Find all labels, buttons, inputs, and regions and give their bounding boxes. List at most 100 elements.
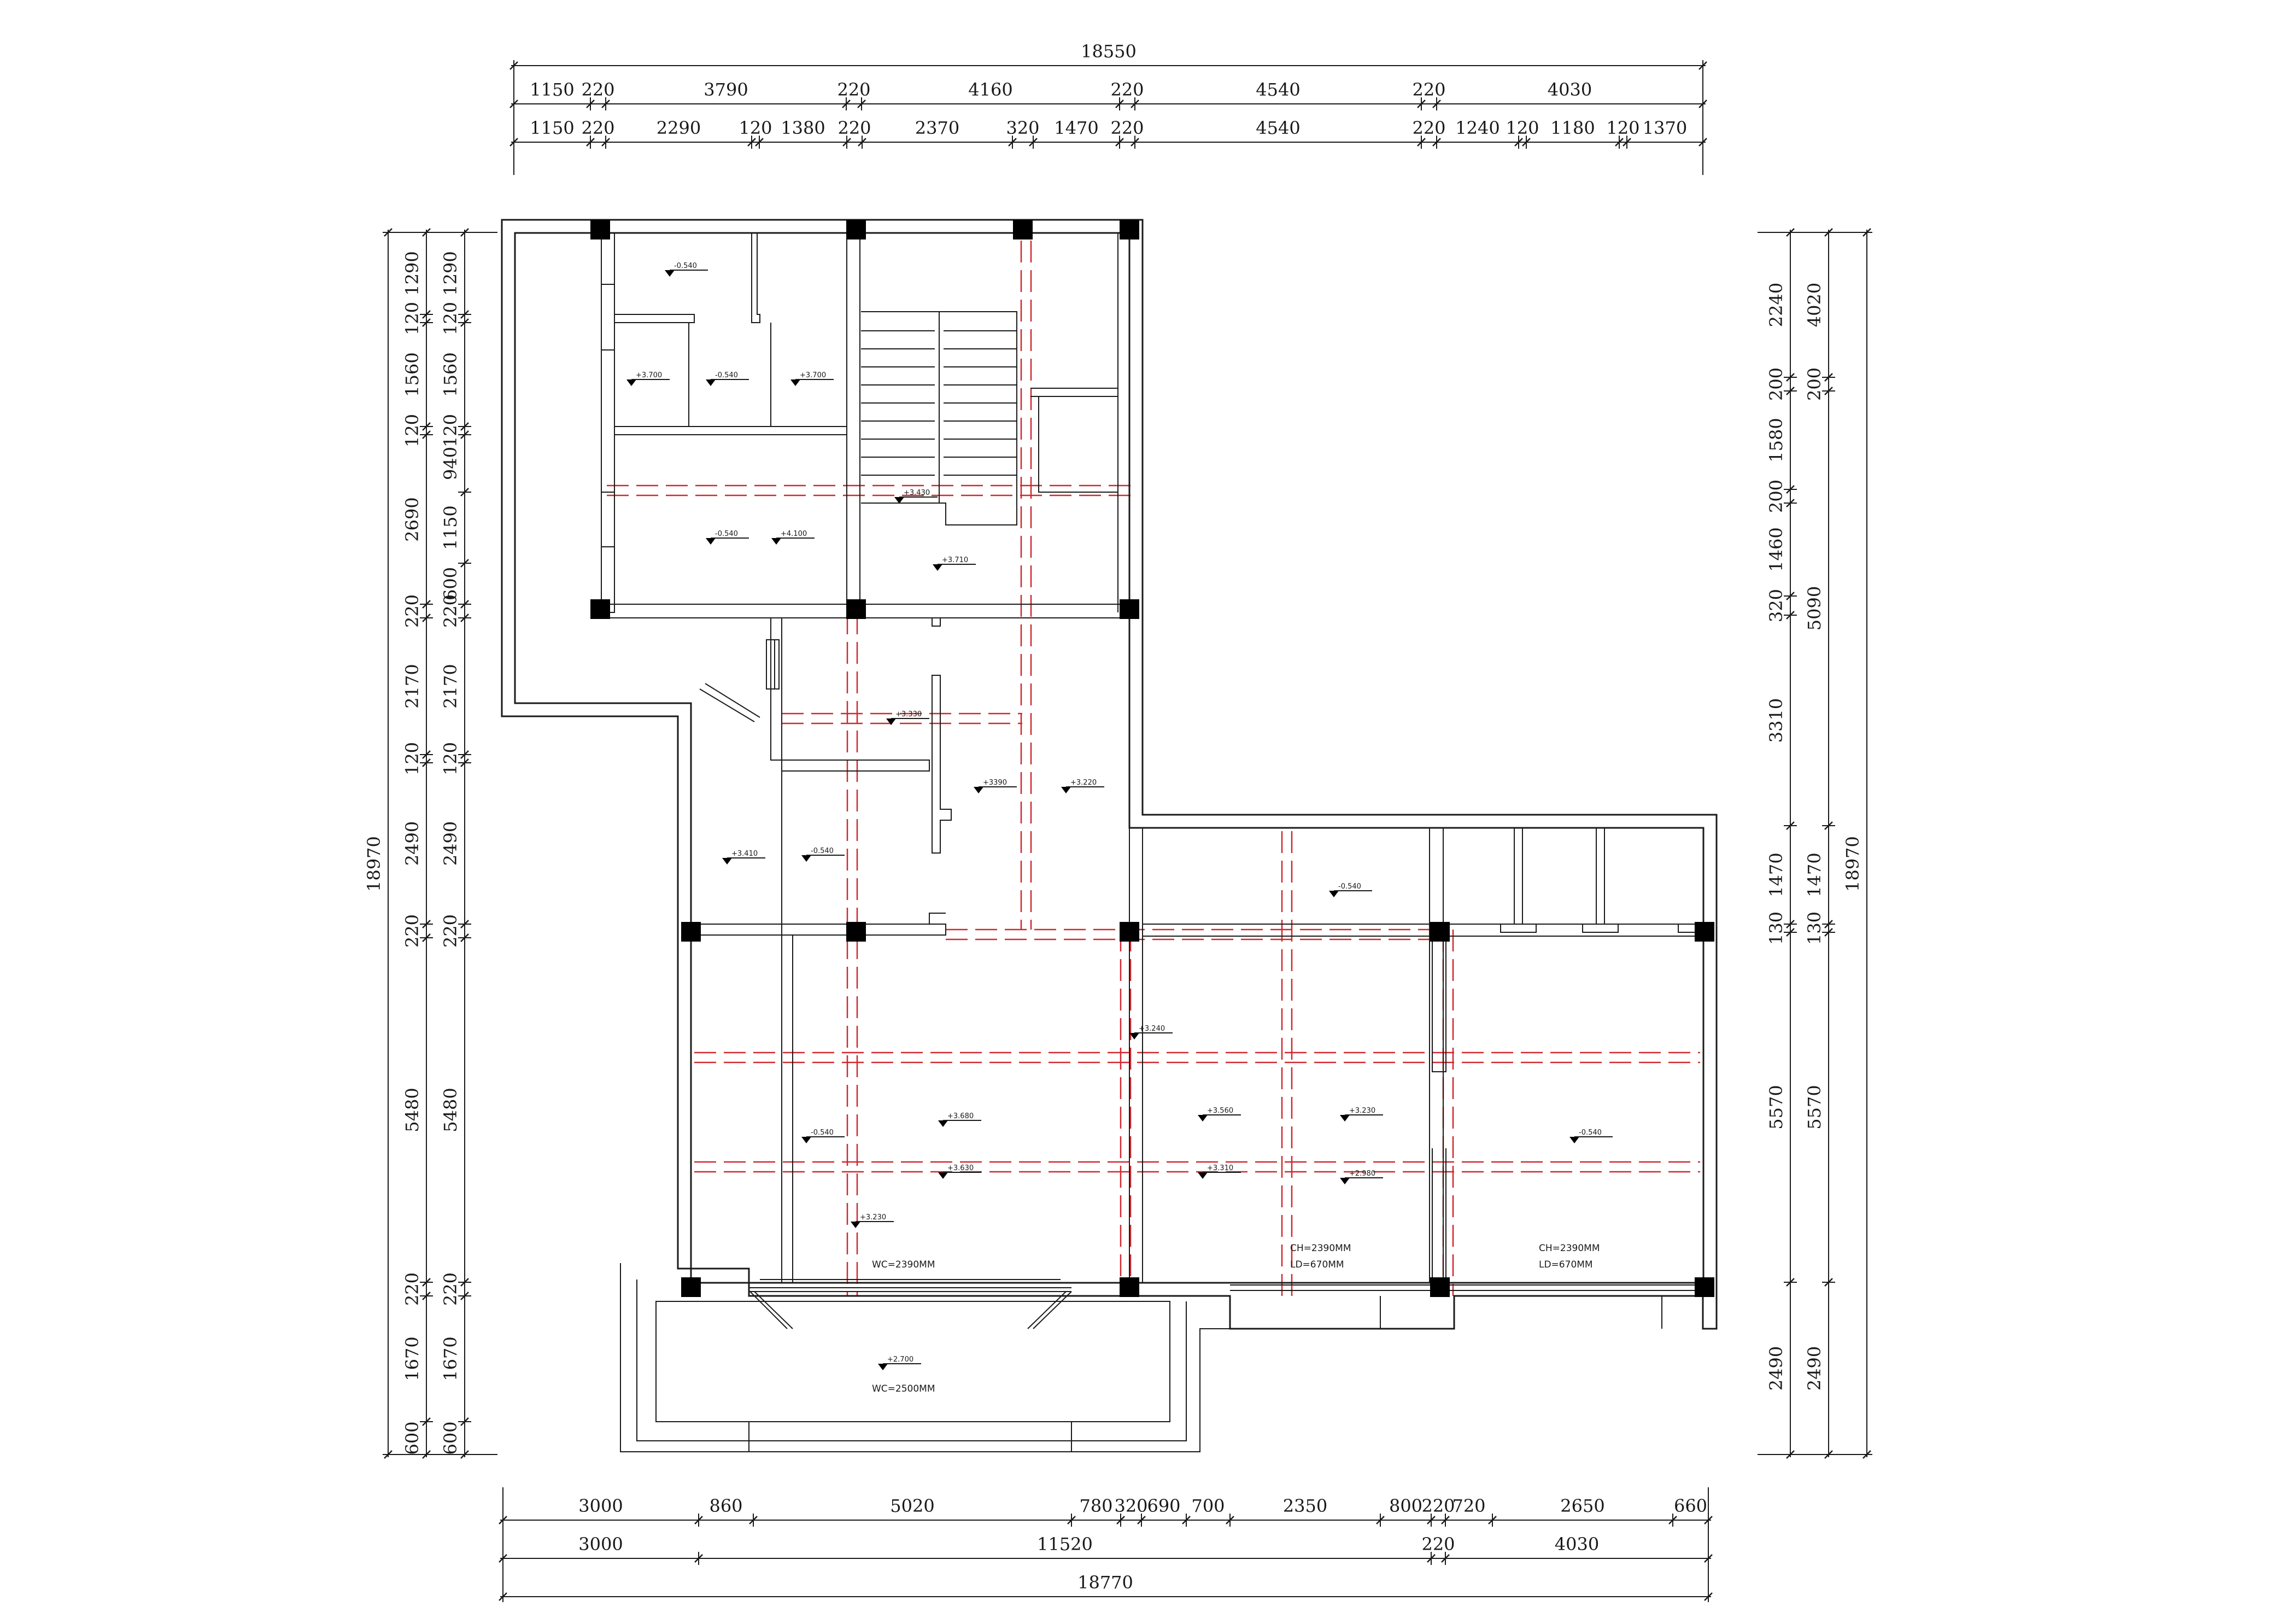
left-outer-label: 120 [402, 742, 423, 775]
right-dimension-chains: 18970 2240200158020014603203310147013055… [1758, 228, 1872, 1459]
elevation-marker: +3.230 [851, 1213, 894, 1228]
note-ld-2: LD=670MM [1539, 1259, 1593, 1270]
bottom-row1-label: 690 [1147, 1496, 1180, 1516]
left-outer-label: 2170 [402, 664, 423, 708]
ceiling-grid-lines [607, 241, 1700, 1296]
right-outer-label: 130 [1766, 912, 1787, 945]
left-inner-label: 2490 [440, 821, 461, 866]
top-row2-label: 1380 [781, 118, 825, 138]
elevation-marker: -0.540 [1329, 883, 1372, 897]
right-inner-label: 130 [1804, 912, 1825, 945]
bottom-row1-label: 800 [1389, 1496, 1422, 1516]
bottom-total-dimension: 18770 [1077, 1572, 1133, 1593]
left-inner-label: 600 [440, 567, 461, 600]
top-row2-label: 2370 [915, 118, 959, 138]
top-row2-label: 1240 [1455, 118, 1500, 138]
elevation-marker: +3.680 [938, 1112, 981, 1127]
bottom-row2-label: 220 [1421, 1534, 1455, 1555]
elevation-marker: +3.240 [1129, 1025, 1173, 1039]
left-inner-label: 220 [440, 914, 461, 948]
left-inner-label: 940 [440, 447, 461, 480]
elevation-marker: +3.630 [938, 1164, 981, 1179]
elevation-marker: -0.540 [801, 1129, 845, 1143]
left-inner-label: 1560 [440, 352, 461, 396]
elevation-marker: +2.980 [1340, 1170, 1383, 1184]
elevation-marker: +2.700 [878, 1356, 921, 1370]
elevation-marker: -0.540 [665, 262, 708, 277]
right-total-dimension: 18970 [1842, 836, 1863, 892]
top-row1-label: 220 [837, 79, 870, 100]
elevation-value: -0.540 [811, 1129, 834, 1137]
left-inner-label: 1670 [440, 1336, 461, 1381]
elevation-marker: +3.310 [1198, 1164, 1241, 1179]
elevation-marker: -0.540 [1569, 1129, 1613, 1143]
left-outer-label: 2690 [402, 497, 423, 541]
left-inner-label: 120 [440, 414, 461, 447]
note-wc-1: WC=2390MM [872, 1259, 935, 1270]
elevation-marker: +3.700 [790, 371, 834, 386]
bottom-row1-label: 3000 [578, 1496, 623, 1516]
top-row2-label: 320 [1006, 118, 1039, 138]
top-row2-label: 1470 [1054, 118, 1098, 138]
elevation-value: +4.100 [781, 530, 807, 538]
top-total-dimension: 18550 [1081, 41, 1137, 62]
right-inner-label: 1470 [1804, 852, 1825, 897]
top-row2-label: 2290 [657, 118, 701, 138]
left-inner-label: 5480 [440, 1088, 461, 1132]
left-inner-label: 2170 [440, 664, 461, 708]
elevation-value: +3.630 [947, 1164, 974, 1172]
elevation-marker: -0.540 [706, 530, 749, 545]
elevation-value: +3.560 [1207, 1107, 1233, 1115]
right-outer-label: 1460 [1766, 527, 1787, 571]
elevation-value: -0.540 [1579, 1129, 1602, 1137]
left-outer-label: 220 [402, 914, 423, 948]
left-total-dimension: 18970 [364, 836, 384, 892]
left-dimension-chains: 18970 1290 120 1560 120 2690 220 2170 120 2490 22… [364, 228, 497, 1459]
elevation-value: +2.700 [887, 1356, 913, 1364]
elevation-value: +2.980 [1349, 1170, 1375, 1178]
left-outer-label: 220 [402, 1272, 423, 1306]
top-row1-label: 4030 [1548, 79, 1592, 100]
left-outer-label: 600 [402, 1421, 423, 1454]
note-ch-2: CH=2390MM [1539, 1243, 1600, 1254]
top-row2-label: 220 [1110, 118, 1144, 138]
bottom-row1-label: 660 [1674, 1496, 1707, 1516]
elevation-value: +3.710 [942, 556, 968, 564]
elevation-value: +3.330 [895, 710, 922, 718]
bottom-row1-label: 320 [1114, 1496, 1147, 1516]
right-inner-label: 5570 [1804, 1085, 1825, 1129]
note-wc-2: WC=2500MM [872, 1383, 935, 1394]
elevation-value: -0.540 [715, 530, 738, 538]
right-outer-label: 5570 [1766, 1085, 1787, 1129]
top-row1-label: 220 [1412, 79, 1445, 100]
elevation-marker: -0.540 [706, 371, 749, 386]
note-ch-1: CH=2390MM [1290, 1243, 1351, 1254]
bottom-row2-label: 11520 [1037, 1534, 1093, 1555]
elevation-marker: +3.560 [1198, 1107, 1241, 1121]
top-row2-label: 120 [1506, 118, 1539, 138]
elevation-value: -0.540 [715, 371, 738, 379]
top-row1-label: 4540 [1256, 79, 1300, 100]
bottom-row1-label: 2650 [1560, 1496, 1604, 1516]
right-outer-label: 1580 [1766, 418, 1787, 462]
left-inner-label: 220 [440, 594, 461, 628]
top-row2-label: 220 [1412, 118, 1445, 138]
bottom-row1-label: 5020 [890, 1496, 934, 1516]
left-outer-label: 2490 [402, 821, 423, 866]
bottom-row2-label: 3000 [578, 1534, 623, 1555]
right-inner-label: 2490 [1804, 1346, 1825, 1391]
right-outer-label: 3310 [1766, 698, 1787, 743]
note-ld-1: LD=670MM [1290, 1259, 1344, 1270]
top-row1-label: 220 [581, 79, 614, 100]
left-inner-label: 1290 [440, 251, 461, 295]
elevation-marker: +3390 [974, 779, 1017, 793]
right-inner-label: 4020 [1804, 283, 1825, 327]
top-row1-label: 3790 [704, 79, 748, 100]
left-inner-label: 120 [440, 742, 461, 775]
right-outer-label: 200 [1766, 480, 1787, 513]
top-row1-label: 220 [1110, 79, 1144, 100]
elevation-value: +3.240 [1139, 1025, 1165, 1033]
